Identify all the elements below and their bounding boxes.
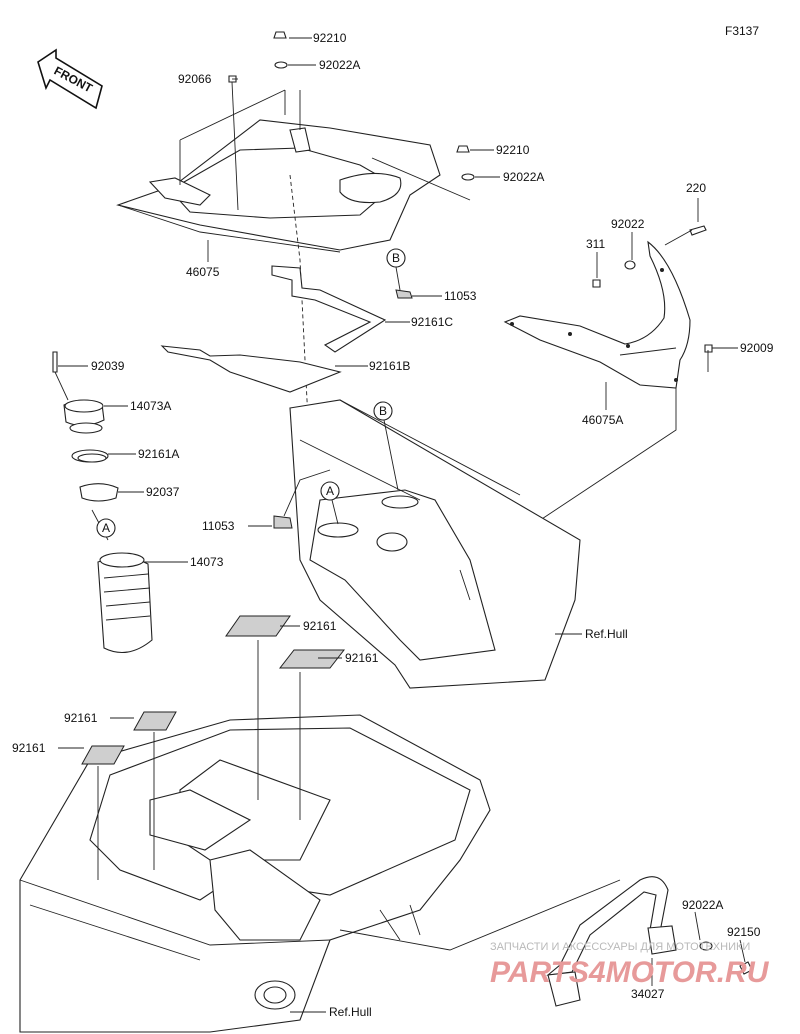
figure-code: F3137 (725, 24, 759, 38)
part-label: 14073 (190, 555, 224, 569)
part-label: Ref.Hull (585, 627, 628, 641)
leader-lines (58, 37, 746, 1013)
svg-text:A: A (326, 484, 334, 498)
part-label: 92161C (411, 315, 453, 329)
callout-b-top: B (386, 248, 406, 291)
part-label: 11053 (202, 519, 235, 533)
callout-a-hull: A (320, 481, 340, 525)
part-label: 92161 (303, 619, 337, 633)
part-label: 92161 (12, 741, 46, 755)
part-label: 220 (686, 181, 706, 195)
part-label: 92161B (369, 359, 410, 373)
part-label: 46075A (582, 413, 623, 427)
part-label: 11053 (444, 289, 477, 303)
svg-text:B: B (392, 251, 400, 265)
watermark-logo: PARTS4MOTOR.RU (490, 956, 770, 989)
part-label: 92022A (319, 58, 360, 72)
part-label: 46075 (186, 265, 220, 279)
gaskets (160, 265, 387, 393)
part-label: Ref.Hull (329, 1005, 372, 1019)
part-label: 92022A (503, 170, 544, 184)
part-labels: 92210 92022A 92066 92210 92022A 46075 11… (12, 31, 774, 1019)
part-label: 92066 (178, 72, 212, 86)
part-label: 92210 (496, 143, 530, 157)
hardware-top (228, 31, 475, 211)
watermark: ЗАПЧАСТИ И АКСЕССУАРЫ ДЛЯ МОТОТЕХНИКИ PA… (490, 941, 770, 989)
callout-b-hull: B (373, 401, 399, 491)
part-label: 92161A (138, 447, 179, 461)
part-label: 92037 (146, 485, 180, 499)
part-label: 14073A (130, 399, 171, 413)
part-label: 92009 (740, 341, 774, 355)
part-label: 311 (586, 237, 605, 251)
part-label: 92161 (64, 711, 98, 725)
part-label: 92022 (611, 217, 645, 231)
part-label: 92039 (91, 359, 125, 373)
hull-lower (19, 714, 621, 1033)
part-label: 92210 (313, 31, 347, 45)
watermark-text: ЗАПЧАСТИ И АКСЕССУАРЫ ДЛЯ МОТОТЕХНИКИ (490, 941, 750, 953)
clip-11053-upper (395, 289, 413, 299)
seat-bucket-46075 (116, 89, 471, 461)
part-label: 92022A (682, 898, 723, 912)
part-label: 92150 (727, 925, 761, 939)
grab-handle-34027 (546, 876, 753, 1007)
svg-text:A: A (102, 521, 110, 535)
front-arrow-icon: FRONT (37, 48, 103, 110)
hull-mid (273, 399, 581, 689)
svg-text:B: B (379, 404, 387, 418)
part-label: 34027 (631, 987, 665, 1001)
part-label: 92161 (345, 651, 379, 665)
filler-assembly (52, 351, 153, 654)
callout-a-hose: A (96, 518, 116, 538)
patches-92161 (81, 615, 346, 880)
